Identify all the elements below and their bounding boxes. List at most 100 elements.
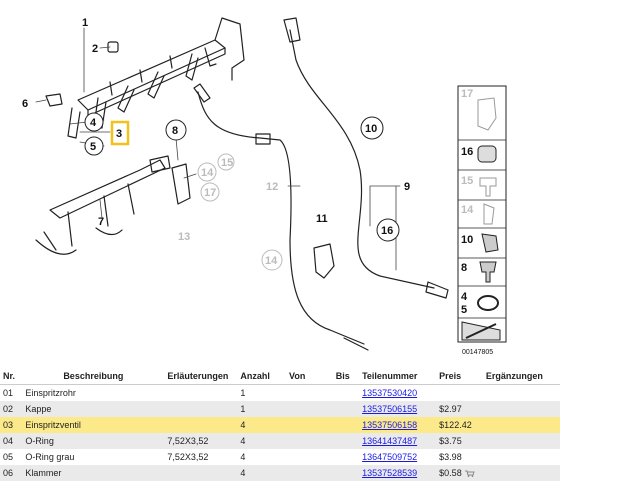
cell-notes — [164, 465, 238, 481]
cell-description: Kappe — [22, 401, 165, 417]
callout-13[interactable]: 13 — [178, 231, 190, 243]
cell-description: Einspritzventil — [22, 417, 165, 433]
cell-from — [286, 433, 333, 449]
cell-to — [332, 401, 360, 417]
callout-8[interactable]: 8 — [172, 125, 178, 137]
cell-nr: 03 — [0, 417, 23, 433]
small-bracket-part[interactable] — [171, 163, 191, 205]
callout-14a[interactable]: 14 — [201, 167, 214, 179]
side-15[interactable]: 15 — [461, 175, 473, 187]
table-row[interactable]: 01 Einspritzrohr 1 13537530420 — [0, 385, 560, 402]
part-number-link[interactable]: 13537530420 — [362, 388, 418, 398]
col-description: Beschreibung — [22, 368, 165, 385]
arrow-icon — [465, 323, 497, 339]
part-number-link[interactable]: 13537528539 — [362, 468, 418, 478]
callout-5[interactable]: 5 — [90, 141, 96, 153]
part-number-link[interactable]: 13641437487 — [362, 436, 418, 446]
cell-from — [286, 417, 333, 433]
side-16[interactable]: 16 — [461, 146, 473, 158]
fuel-line-12[interactable] — [197, 91, 365, 345]
cell-quantity: 1 — [237, 401, 287, 417]
cell-notes — [164, 417, 238, 433]
cell-nr: 01 — [3, 388, 14, 398]
table-row[interactable]: 02 Kappe 1 13537506155 $2.97 — [0, 401, 560, 417]
col-notes: Erläuterungen — [164, 368, 238, 385]
cell-price-with-icon: $0.58 — [436, 465, 483, 481]
cell-description: O-Ring grau — [25, 452, 75, 462]
cell-notes: 7,52X3,52 — [167, 452, 209, 462]
cell-from — [286, 401, 333, 417]
side-17[interactable]: 17 — [461, 88, 473, 100]
callout-3[interactable]: 3 — [116, 128, 122, 140]
parts-table-container: Nr. Beschreibung Erläuterungen Anzahl Vo… — [0, 368, 560, 481]
selected-part-highlight — [110, 120, 130, 146]
table-row[interactable]: 04 O-Ring 7,52X3,52 4 13641437487 $3.75 — [0, 433, 560, 449]
table-row[interactable]: 06 Klammer 4 13537528539 $0.58 — [0, 465, 560, 481]
cell-price: $3.75 — [436, 433, 483, 449]
cell-nr: 04 — [0, 433, 23, 449]
callout-17[interactable]: 17 — [204, 187, 216, 199]
parts-diagram: 1 2 3 4 5 6 7 8 9 10 11 12 13 14 14 15 1… — [22, 17, 507, 356]
cell-additions — [482, 433, 560, 449]
col-additions: Ergänzungen — [482, 368, 560, 385]
cell-from — [286, 385, 333, 402]
cart-icon[interactable] — [464, 470, 475, 478]
cell-to — [333, 385, 359, 402]
table-row[interactable]: 05 O-Ring grau 7,52X3,52 4 13647509752 $… — [0, 449, 560, 465]
injector-part[interactable] — [67, 47, 217, 139]
side-5[interactable]: 5 — [461, 304, 467, 316]
callout-15[interactable]: 15 — [221, 157, 233, 169]
callout-4[interactable]: 4 — [90, 117, 97, 129]
part-number-link[interactable]: 13647509752 — [362, 452, 418, 462]
callout-12[interactable]: 12 — [266, 181, 278, 193]
cell-to — [332, 417, 360, 433]
cell-notes — [164, 385, 237, 402]
cell-price — [436, 385, 483, 402]
fuel-rail-part[interactable] — [77, 17, 245, 117]
cell-notes — [164, 401, 238, 417]
callout-7[interactable]: 7 — [98, 216, 104, 228]
parts-table: Nr. Beschreibung Erläuterungen Anzahl Vo… — [0, 368, 560, 481]
drawing-number: 00147805 — [462, 349, 493, 356]
part-number-link[interactable]: 13537506158 — [362, 420, 418, 430]
callout-16[interactable]: 16 — [381, 225, 393, 237]
side-14[interactable]: 14 — [461, 204, 474, 216]
cell-quantity: 4 — [237, 417, 287, 433]
cell-additions — [482, 401, 560, 417]
side-4[interactable]: 4 — [461, 291, 468, 303]
cell-price: $2.97 — [436, 401, 483, 417]
table-header-row: Nr. Beschreibung Erläuterungen Anzahl Vo… — [0, 368, 560, 385]
fuel-line-9[interactable] — [289, 29, 435, 289]
callout-6[interactable]: 6 — [22, 98, 28, 110]
callout-2[interactable]: 2 — [92, 43, 98, 55]
cell-additions — [483, 385, 560, 402]
clamp-part[interactable] — [45, 93, 63, 107]
side-10[interactable]: 10 — [461, 234, 473, 246]
side-8[interactable]: 8 — [461, 262, 467, 274]
callout-14b[interactable]: 14 — [265, 255, 278, 267]
cell-quantity: 4 — [240, 452, 246, 462]
cell-nr: 02 — [0, 401, 23, 417]
bracket-11-part[interactable] — [313, 243, 335, 279]
side-panel: 17 16 15 14 10 8 4 5 — [457, 85, 507, 343]
table-row-selected[interactable]: 03 Einspritzventil 4 13537506158 $122.42 — [0, 417, 560, 433]
cell-price: $3.98 — [439, 452, 462, 462]
cell-to — [332, 433, 360, 449]
cell-description: O-Ring — [22, 433, 165, 449]
col-from: Von — [286, 368, 333, 385]
col-quantity: Anzahl — [237, 368, 287, 385]
cell-to — [333, 449, 359, 465]
callout-1[interactable]: 1 — [82, 17, 88, 29]
cell-notes: 7,52X3,52 — [164, 433, 238, 449]
cell-price: $0.58 — [439, 468, 462, 478]
cell-nr: 06 — [0, 465, 23, 481]
cell-from — [286, 449, 333, 465]
part-number-link[interactable]: 13537506155 — [362, 404, 418, 414]
callout-11[interactable]: 11 — [316, 213, 328, 225]
callout-10a[interactable]: 10 — [365, 123, 377, 135]
callout-9[interactable]: 9 — [404, 181, 410, 193]
cell-quantity: 1 — [240, 388, 246, 398]
bracket-part[interactable] — [35, 159, 166, 255]
cell-nr: 05 — [3, 452, 14, 462]
cell-to — [332, 465, 360, 481]
